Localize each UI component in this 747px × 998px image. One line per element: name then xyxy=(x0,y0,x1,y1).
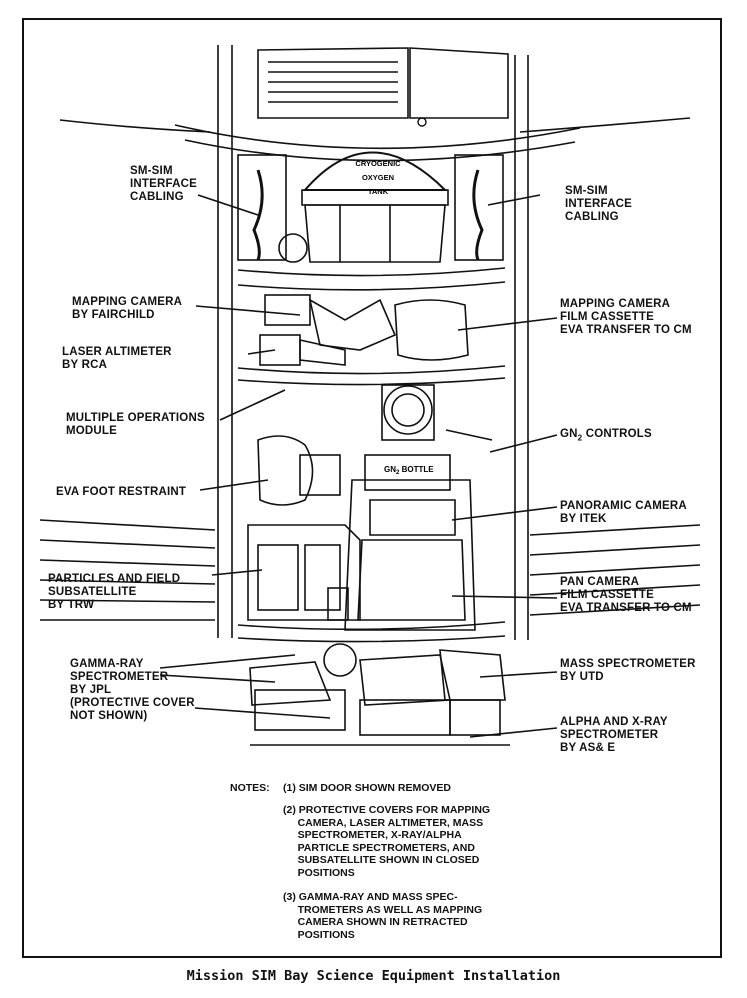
note-3: (3) GAMMA-RAY AND MASS SPEC- TROMETERS A… xyxy=(283,891,483,941)
label-eva-foot-restraint: EVA FOOT RESTRAINT xyxy=(56,486,187,498)
note-2: (2) PROTECTIVE COVERS FOR MAPPING CAMERA… xyxy=(283,804,491,879)
note-1: (1) SIM DOOR SHOWN REMOVED xyxy=(283,782,452,794)
label-alpha-xray-spectrometer: ALPHA AND X-RAY SPECTROMETER BY AS& E xyxy=(560,716,668,754)
label-particles-field-subsatellite: PARTICLES AND FIELD SUBSATELLITE BY TRW xyxy=(48,573,181,611)
label-mapping-camera-cassette: MAPPING CAMERA FILM CASSETTE EVA TRANSFE… xyxy=(560,298,692,336)
label-sm-sim-cabling-left: SM-SIM INTERFACE CABLING xyxy=(130,165,197,203)
label-gn2-controls: GN2 CONTROLS xyxy=(560,428,652,443)
label-laser-altimeter: LASER ALTIMETER BY RCA xyxy=(62,346,172,371)
tank-text-3: TANK xyxy=(368,187,389,196)
label-panoramic-camera: PANORAMIC CAMERA BY ITEK xyxy=(560,500,687,525)
label-mapping-camera: MAPPING CAMERA BY FAIRCHILD xyxy=(72,296,183,321)
figure-frame xyxy=(22,18,722,958)
label-mass-spectrometer: MASS SPECTROMETER BY UTD xyxy=(560,658,696,683)
label-gamma-ray-spectrometer: GAMMA-RAY SPECTROMETER BY JPL (PROTECTIV… xyxy=(70,658,195,722)
label-pan-camera-cassette: PAN CAMERA FILM CASSETTE EVA TRANSFER TO… xyxy=(560,576,692,614)
label-sm-sim-cabling-right: SM-SIM INTERFACE CABLING xyxy=(565,185,632,223)
figure-caption: Mission SIM Bay Science Equipment Instal… xyxy=(186,968,561,984)
tank-text-2: OXYGEN xyxy=(362,173,394,182)
label-multiple-operations-module: MULTIPLE OPERATIONS MODULE xyxy=(66,412,205,437)
notes-heading: NOTES: xyxy=(230,782,270,794)
gn2-bottle-label: GN2 BOTTLE xyxy=(384,465,434,476)
tank-text-1: CRYOGENIC xyxy=(355,159,401,168)
